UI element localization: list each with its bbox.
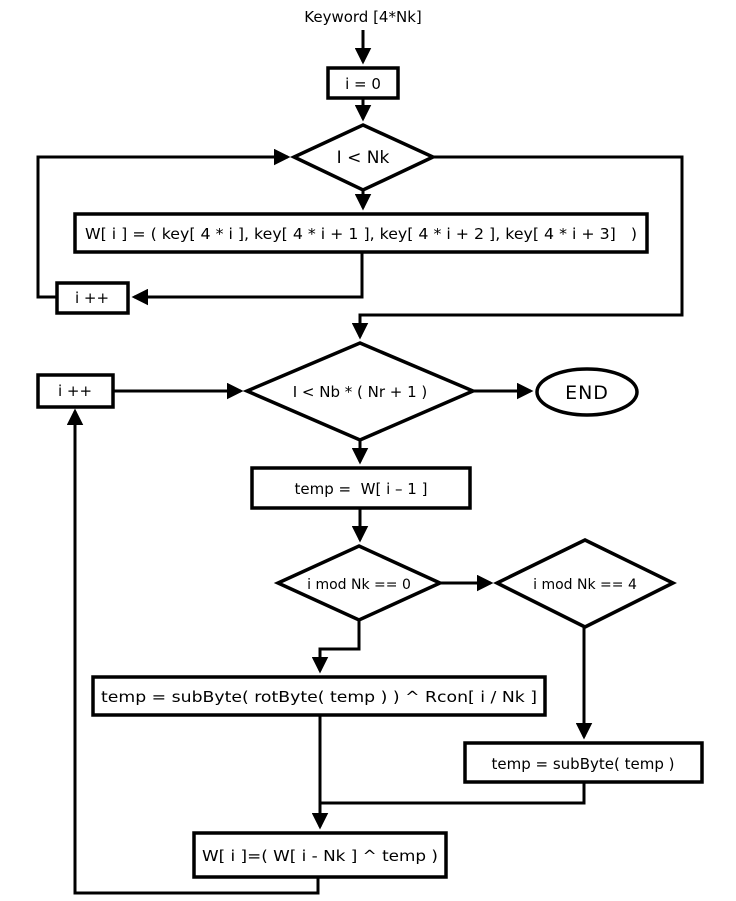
end-label: END bbox=[565, 382, 609, 404]
mod-four-label: i mod Nk == 4 bbox=[533, 577, 637, 593]
cond-nb-diamond bbox=[242, 341, 478, 442]
cond-nb-label: I < Nb * ( Nr + 1 ) bbox=[293, 383, 428, 401]
node-cond-nb: I < Nb * ( Nr + 1 ) bbox=[242, 341, 478, 442]
xor-store-box bbox=[192, 831, 448, 879]
inc-left-label: i ++ bbox=[58, 382, 92, 400]
entry-label: Keyword [4*Nk] bbox=[304, 8, 422, 26]
node-inc-left: i ++ bbox=[36, 373, 115, 409]
fill-w-label: W[ i ] = ( key[ 4 * i ], key[ 4 * i + 1 … bbox=[85, 225, 637, 243]
temp-prev-label: temp = W[ i – 1 ] bbox=[295, 480, 428, 498]
node-mod-four: i mod Nk == 4 bbox=[493, 538, 677, 629]
subbyte-box bbox=[463, 741, 704, 784]
end-ellipse bbox=[535, 367, 639, 417]
init-box bbox=[326, 66, 400, 100]
node-subbyte: temp = subByte( temp ) bbox=[463, 741, 704, 784]
subbyte-label: temp = subByte( temp ) bbox=[492, 755, 675, 773]
node-end: END bbox=[535, 367, 639, 417]
inc-top-box bbox=[55, 281, 130, 315]
edge-subbyte-join bbox=[321, 782, 586, 805]
node-temp-prev: temp = W[ i – 1 ] bbox=[250, 466, 472, 510]
inc-left-box bbox=[36, 373, 115, 409]
inc-top-label: i ++ bbox=[75, 289, 109, 307]
fill-w-box bbox=[73, 212, 649, 254]
node-xor-store: W[ i ]=( W[ i - Nk ] ^ temp ) bbox=[192, 831, 448, 879]
edge-mod-zero-to-rcon bbox=[311, 620, 361, 674]
mod-zero-label: i mod Nk == 0 bbox=[307, 577, 411, 593]
node-cond-nk: I < Nk bbox=[289, 123, 438, 192]
node-init: i = 0 bbox=[326, 66, 400, 100]
node-rcon: temp = subByte( rotByte( temp ) ) ^ Rcon… bbox=[91, 675, 547, 717]
temp-prev-box bbox=[250, 466, 472, 510]
init-label: i = 0 bbox=[345, 75, 381, 93]
edge-cond-nk-false-loopexit bbox=[351, 155, 684, 340]
node-inc-top: i ++ bbox=[55, 281, 130, 315]
mod-zero-diamond bbox=[273, 544, 445, 622]
mod-four-diamond bbox=[493, 538, 677, 629]
cond-nk-diamond bbox=[289, 123, 438, 192]
edge-xor-store-to-inc-left bbox=[66, 408, 320, 895]
rcon-label: temp = subByte( rotByte( temp ) ) ^ Rcon… bbox=[101, 688, 537, 706]
cond-nk-label: I < Nk bbox=[337, 148, 390, 168]
xor-store-label: W[ i ]=( W[ i - Nk ] ^ temp ) bbox=[202, 847, 438, 865]
rcon-box bbox=[91, 675, 547, 717]
node-fill-w: W[ i ] = ( key[ 4 * i ], key[ 4 * i + 1 … bbox=[73, 212, 649, 254]
edge-fill-w-to-inc-top bbox=[131, 252, 364, 306]
node-mod-zero: i mod Nk == 0 bbox=[273, 544, 445, 622]
edge-inc-top-to-cond-nk bbox=[36, 148, 291, 299]
